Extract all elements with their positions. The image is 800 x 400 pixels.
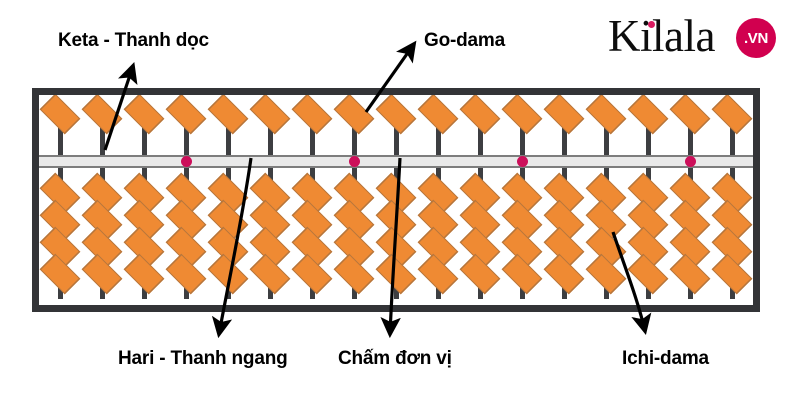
go-dama-bead[interactable] bbox=[669, 95, 711, 135]
ichi-dama-bead[interactable] bbox=[417, 253, 459, 295]
unit-dot bbox=[516, 155, 528, 167]
go-dama-bead[interactable] bbox=[123, 95, 165, 135]
logo-i-dot-icon bbox=[648, 21, 655, 28]
ichi-dama-bead[interactable] bbox=[333, 253, 375, 295]
go-dama-bead[interactable] bbox=[627, 95, 669, 135]
ichi-dama-bead[interactable] bbox=[123, 253, 165, 295]
go-dama-bead[interactable] bbox=[585, 95, 627, 135]
abacus-frame bbox=[32, 88, 760, 312]
go-dama-bead[interactable] bbox=[375, 95, 417, 135]
go-dama-bead[interactable] bbox=[417, 95, 459, 135]
ichi-dama-bead[interactable] bbox=[291, 253, 333, 295]
go-dama-bead[interactable] bbox=[39, 95, 81, 135]
ichi-dama-bead[interactable] bbox=[501, 253, 543, 295]
label-ichi-dama: Ichi-dama bbox=[622, 348, 709, 369]
abacus-interior bbox=[39, 95, 753, 305]
go-dama-bead[interactable] bbox=[207, 95, 249, 135]
kilala-vn-logo: Kilala .VN bbox=[608, 8, 788, 66]
logo-vn-badge: .VN bbox=[736, 18, 776, 58]
ichi-dama-bead[interactable] bbox=[165, 253, 207, 295]
go-dama-bead[interactable] bbox=[543, 95, 585, 135]
ichi-dama-bead[interactable] bbox=[585, 253, 627, 295]
go-dama-bead[interactable] bbox=[291, 95, 333, 135]
logo-wordmark: Kilala bbox=[608, 11, 715, 61]
ichi-dama-bead[interactable] bbox=[375, 253, 417, 295]
label-go-dama: Go-dama bbox=[424, 30, 505, 51]
ichi-dama-bead[interactable] bbox=[39, 253, 81, 295]
ichi-dama-bead[interactable] bbox=[543, 253, 585, 295]
label-hari: Hari - Thanh ngang bbox=[118, 348, 288, 369]
ichi-dama-bead[interactable] bbox=[207, 253, 249, 295]
ichi-dama-bead[interactable] bbox=[81, 253, 123, 295]
go-dama-bead[interactable] bbox=[501, 95, 543, 135]
go-dama-bead[interactable] bbox=[459, 95, 501, 135]
ichi-dama-bead[interactable] bbox=[627, 253, 669, 295]
label-keta: Keta - Thanh dọc bbox=[58, 30, 209, 51]
hari-bar bbox=[39, 155, 753, 168]
ichi-dama-bead[interactable] bbox=[711, 253, 753, 295]
ichi-dama-bead[interactable] bbox=[249, 253, 291, 295]
unit-dot bbox=[684, 155, 696, 167]
go-dama-bead[interactable] bbox=[165, 95, 207, 135]
go-dama-bead[interactable] bbox=[249, 95, 291, 135]
go-dama-bead[interactable] bbox=[711, 95, 753, 135]
ichi-dama-bead[interactable] bbox=[669, 253, 711, 295]
unit-dot bbox=[348, 155, 360, 167]
go-dama-bead[interactable] bbox=[81, 95, 123, 135]
ichi-dama-bead[interactable] bbox=[459, 253, 501, 295]
label-cham-don-vi: Chấm đơn vị bbox=[338, 348, 452, 369]
go-dama-bead[interactable] bbox=[333, 95, 375, 135]
unit-dot bbox=[180, 155, 192, 167]
